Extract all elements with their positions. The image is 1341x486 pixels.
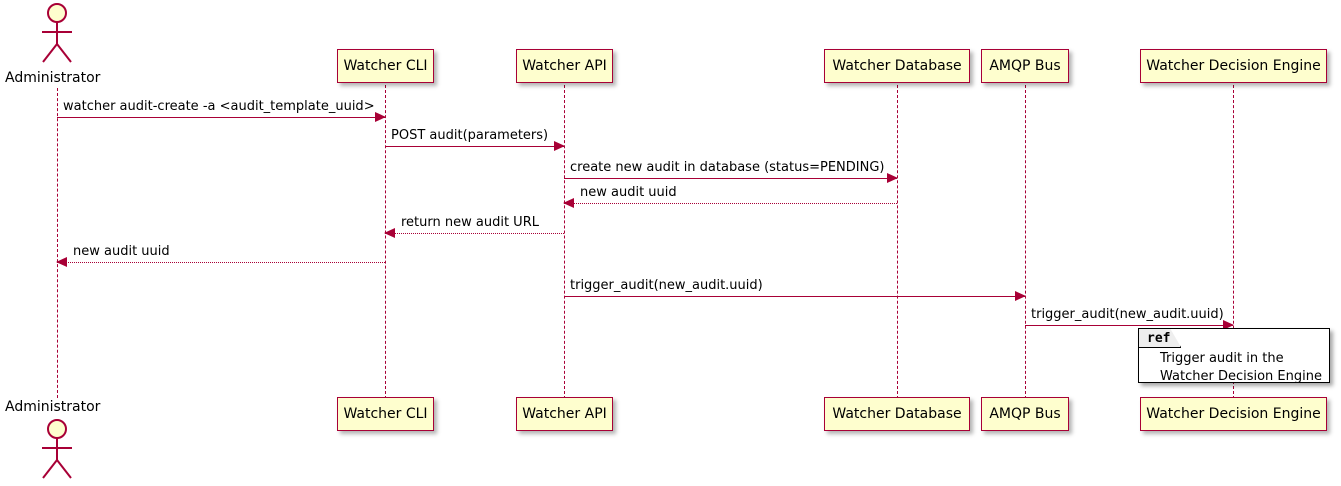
message-label: POST audit(parameters) xyxy=(391,128,549,143)
ref-fragment[interactable]: ref Trigger audit in the Watcher Decisio… xyxy=(1138,328,1330,386)
message-label: return new audit URL xyxy=(401,215,539,230)
message-line xyxy=(564,178,897,179)
ref-fragment-tab: ref xyxy=(1139,329,1181,348)
arrowhead-right-icon xyxy=(1223,320,1234,330)
lifeline-watcher-api xyxy=(564,85,565,399)
participant-label: Watcher API xyxy=(522,58,607,74)
arrowhead-left-icon xyxy=(56,257,67,267)
participant-watcher-database-bottom[interactable]: Watcher Database xyxy=(824,397,970,431)
actor-icon-top xyxy=(33,2,81,68)
participant-watcher-database-top[interactable]: Watcher Database xyxy=(824,49,970,83)
lifeline-administrator xyxy=(57,88,58,398)
arrowhead-right-icon xyxy=(887,173,898,183)
participant-watcher-cli-top[interactable]: Watcher CLI xyxy=(337,49,434,83)
message-label: create new audit in database (status=PEN… xyxy=(570,160,885,175)
message-line xyxy=(57,262,385,263)
arrowhead-left-icon xyxy=(563,198,574,208)
actor-label-bottom: Administrator xyxy=(5,399,101,415)
lifeline-watcher-decision-engine xyxy=(1233,85,1234,399)
ref-fragment-line-2: Watcher Decision Engine xyxy=(1160,369,1322,384)
participant-label: Watcher API xyxy=(522,406,607,422)
ref-fragment-line-1: Trigger audit in the xyxy=(1160,351,1284,366)
message-line xyxy=(385,233,564,234)
participant-label: AMQP Bus xyxy=(989,406,1061,422)
participant-label: Watcher Database xyxy=(832,58,962,74)
lifeline-watcher-cli xyxy=(385,85,386,399)
participant-label: Watcher Decision Engine xyxy=(1146,406,1321,422)
ref-fragment-tab-label: ref xyxy=(1147,330,1171,346)
arrowhead-left-icon xyxy=(384,228,395,238)
arrowhead-right-icon xyxy=(375,112,386,122)
lifeline-watcher-database xyxy=(897,85,898,399)
participant-amqp-bus-bottom[interactable]: AMQP Bus xyxy=(981,397,1069,431)
participant-amqp-bus-top[interactable]: AMQP Bus xyxy=(981,49,1069,83)
ref-fragment-body: Trigger audit in the Watcher Decision En… xyxy=(1139,350,1329,386)
message-line xyxy=(564,296,1025,297)
message-line xyxy=(1025,325,1233,326)
arrowhead-right-icon xyxy=(554,141,565,151)
participant-label: AMQP Bus xyxy=(989,58,1061,74)
actor-icon-bottom xyxy=(33,418,81,484)
participant-watcher-cli-bottom[interactable]: Watcher CLI xyxy=(337,397,434,431)
participant-label: Watcher CLI xyxy=(343,406,428,422)
arrowhead-right-icon xyxy=(1015,291,1026,301)
message-label: watcher audit-create -a <audit_template_… xyxy=(63,99,375,114)
message-label: trigger_audit(new_audit.uuid) xyxy=(1031,307,1224,322)
participant-label: Watcher CLI xyxy=(343,58,428,74)
participant-label: Watcher Decision Engine xyxy=(1146,58,1321,74)
message-line xyxy=(564,203,897,204)
participant-watcher-decision-engine-top[interactable]: Watcher Decision Engine xyxy=(1140,49,1327,83)
message-label: trigger_audit(new_audit.uuid) xyxy=(570,278,763,293)
message-line xyxy=(385,146,564,147)
participant-watcher-api-bottom[interactable]: Watcher API xyxy=(516,397,613,431)
participant-label: Watcher Database xyxy=(832,406,962,422)
participant-watcher-api-top[interactable]: Watcher API xyxy=(516,49,613,83)
participant-watcher-decision-engine-bottom[interactable]: Watcher Decision Engine xyxy=(1140,397,1327,431)
message-line xyxy=(57,117,385,118)
actor-label-top: Administrator xyxy=(5,70,101,86)
lifeline-amqp-bus xyxy=(1025,85,1026,399)
message-label: new audit uuid xyxy=(580,185,677,200)
message-label: new audit uuid xyxy=(73,244,170,259)
